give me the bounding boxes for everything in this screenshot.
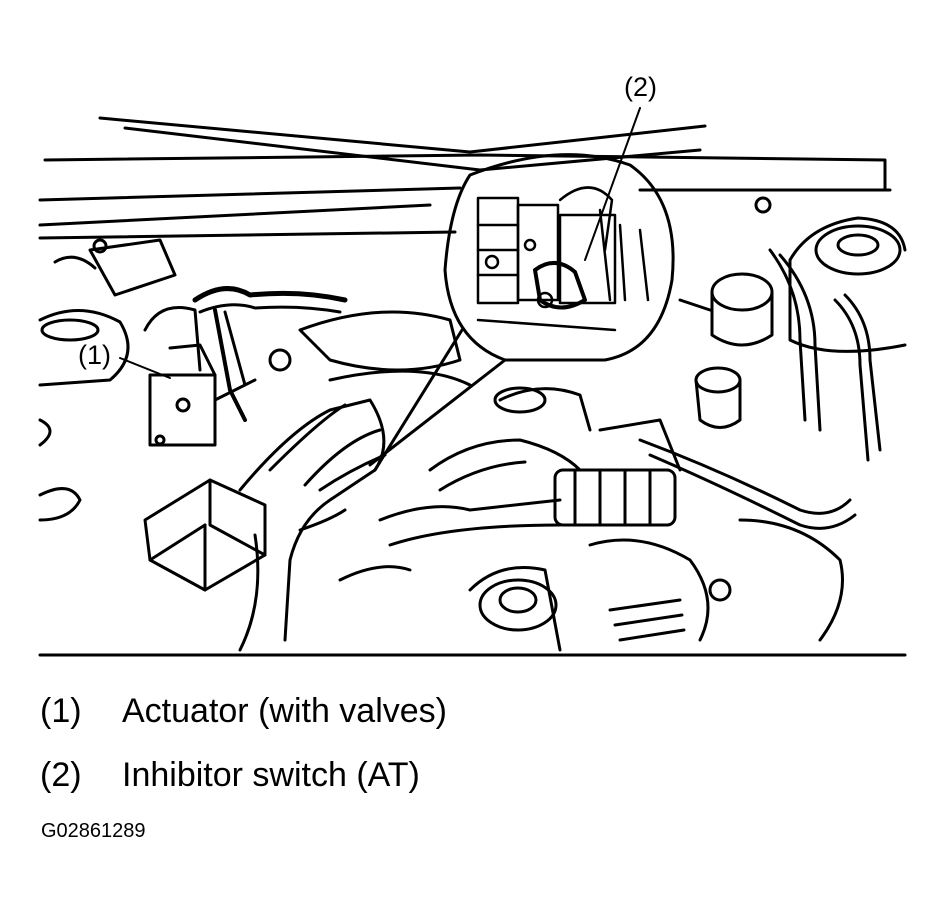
legend-label: Actuator (with valves)	[122, 692, 447, 730]
callout-2: (2)	[624, 72, 657, 102]
lower-engine-parts	[338, 518, 844, 652]
hood-edge-lines	[38, 116, 892, 240]
wiring-harness	[192, 286, 348, 422]
figure-id: G02861289	[41, 820, 146, 842]
air-filter-box	[143, 478, 267, 592]
inset-magnifier	[368, 153, 675, 472]
legend-label: Inhibitor switch (AT)	[122, 756, 420, 794]
right-strut-tower	[754, 196, 907, 353]
legend-number: (2)	[40, 756, 82, 794]
legend-number: (1)	[40, 692, 82, 730]
central-hoses	[378, 386, 592, 547]
engine-bay-illustration	[38, 107, 907, 657]
ignition-coils	[553, 418, 857, 530]
intake-duct	[238, 398, 387, 652]
actuator-shape	[143, 306, 257, 447]
leader-line-1	[119, 357, 171, 379]
left-strut-tower	[38, 309, 130, 522]
legend-item-actuator: (1) Actuator (with valves)	[40, 694, 447, 728]
inhibitor-switch-detail	[476, 186, 650, 332]
throttle-body	[268, 310, 472, 387]
top-left-bracket	[53, 238, 177, 297]
callout-1: (1)	[78, 340, 111, 370]
leader-line-2	[584, 107, 641, 261]
brake-master-cylinder	[678, 272, 774, 429]
brake-lines	[768, 248, 882, 462]
legend-item-inhibitor-switch: (2) Inhibitor switch (AT)	[40, 758, 420, 792]
